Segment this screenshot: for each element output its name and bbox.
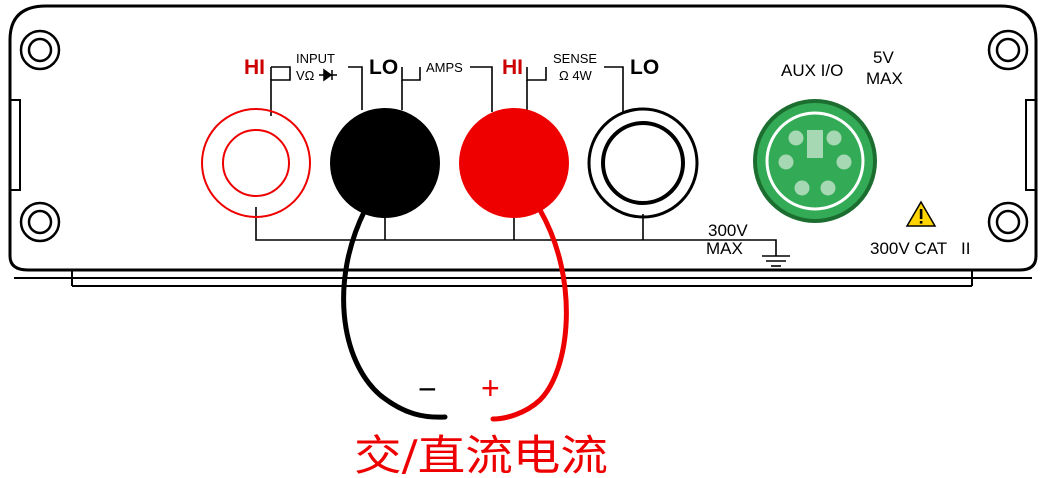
aux-io-label: AUX I/O <box>781 61 843 80</box>
mounting-screw-icon <box>19 29 61 71</box>
lo-sense-label: LO <box>630 56 659 79</box>
lo-input-label: LO <box>369 56 398 79</box>
caption-ac-dc-current: 交/直流电流 <box>354 431 608 478</box>
mounting-screw-icon <box>987 201 1029 243</box>
red-test-lead <box>490 207 569 422</box>
ground-max-label: MAX <box>706 239 743 258</box>
label-brackets <box>270 66 624 116</box>
terminal-hi-input[interactable] <box>201 108 311 218</box>
plus-sign: + <box>481 370 500 406</box>
terminal-lo-sense[interactable] <box>587 107 699 219</box>
panel-side-notches <box>10 99 1036 191</box>
sense-functions-label: Ω 4W <box>559 68 593 83</box>
category-rating-label: 300V CAT <box>870 239 947 258</box>
aux-io-connector[interactable] <box>753 99 877 223</box>
sense-label: SENSE <box>553 51 597 66</box>
amps-label: AMPS <box>426 60 463 75</box>
terminal-lo-input[interactable] <box>330 108 440 218</box>
ground-voltage-label: 300V <box>708 221 748 240</box>
mounting-screw-icon <box>19 201 61 243</box>
warning-icon <box>905 200 937 227</box>
hi-input-label: HI <box>244 56 265 79</box>
category-roman-label: II <box>961 239 970 258</box>
input-label: INPUT <box>296 51 335 66</box>
hi-sense-label: HI <box>502 56 523 79</box>
aux-voltage-label: 5V <box>873 48 894 67</box>
black-test-lead <box>341 207 448 420</box>
panel-body <box>8 4 1038 287</box>
diode-icon <box>319 68 337 82</box>
minus-sign: − <box>418 371 437 407</box>
ground-icon <box>762 255 790 267</box>
aux-max-label: MAX <box>866 69 903 88</box>
input-functions-label: VΩ <box>296 68 315 83</box>
mounting-screw-icon <box>987 29 1029 71</box>
terminal-hi-sense[interactable] <box>459 108 569 218</box>
